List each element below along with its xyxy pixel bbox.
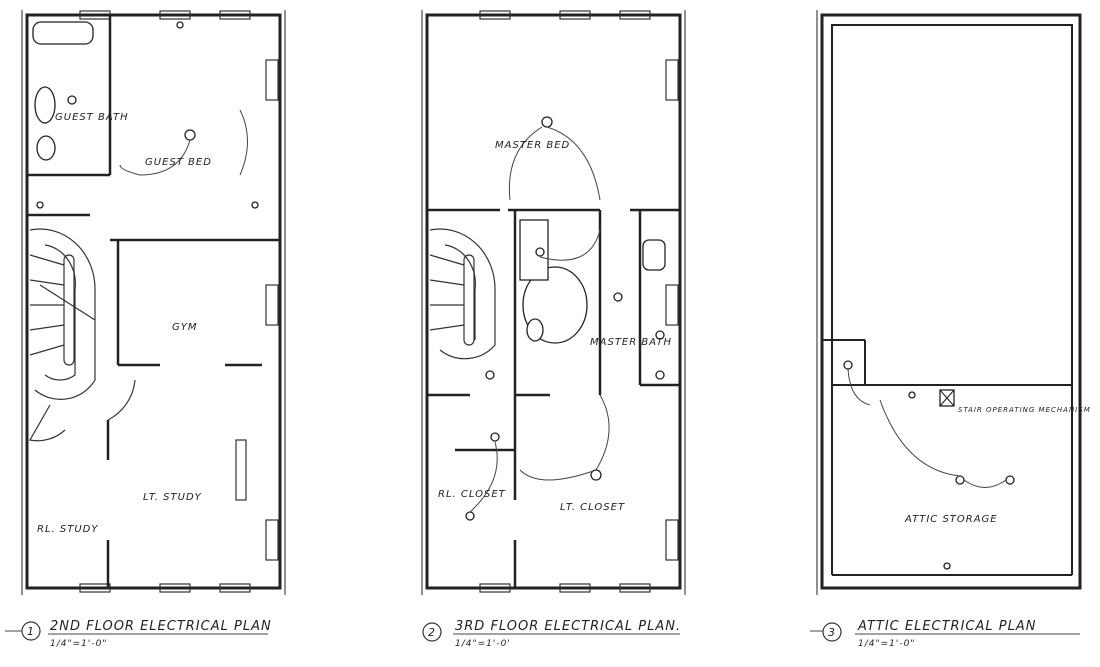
plan3-wire-3: [847, 368, 871, 406]
plan-attic: STAIR OPERATING MECHANISM ATTIC STORAGE …: [810, 10, 1091, 649]
plan3-roof-outline: [831, 24, 1073, 386]
plan3-number: 3: [828, 626, 836, 639]
plan3-room-attic-storage: ATTIC STORAGE: [904, 514, 998, 525]
plan1-number: 1: [27, 625, 35, 638]
plan2-room-lt-closet: LT. CLOSET: [560, 502, 625, 513]
plan1-wire-1: [119, 139, 191, 176]
plan3-exterior-wall: [820, 13, 1082, 590]
plan1-title: 2ND FLOOR ELECTRICAL PLAN: [50, 619, 272, 634]
plan1-fixtures: [36, 21, 259, 209]
plan2-room-rl-closet: RL. CLOSET: [438, 489, 506, 500]
plan1-partitions: [27, 15, 280, 588]
plan2-spiral-stair: [429, 228, 496, 360]
plan2-wire-6: [539, 229, 601, 261]
plan1-wire-2: [239, 109, 248, 176]
plan2-number-circle: [422, 622, 442, 642]
plan2-title: 3RD FLOOR ELECTRICAL PLAN.: [455, 619, 681, 634]
plan1-scale: 1/4"=1'-0": [50, 639, 107, 649]
plan1-sink: [34, 86, 56, 124]
plan2-scale: 1/4"=1'-0': [455, 639, 511, 649]
plan1-room-guest-bed: GUEST BED: [145, 157, 212, 168]
plan3-wire-1: [879, 399, 961, 477]
plan2-wire-2: [508, 126, 543, 201]
plan3-number-circle: [822, 622, 842, 642]
plan2-wire-4: [519, 469, 597, 481]
plan1-bathtub: [32, 21, 94, 45]
plan-3rd-floor: MASTER BED MASTER BATH RL. CLOSET LT. CL…: [421, 10, 686, 649]
plan3-title: ATTIC ELECTRICAL PLAN: [857, 619, 1036, 634]
plan1-windows: [79, 10, 279, 593]
plan2-exterior-wall: [425, 13, 682, 590]
plan2-fixtures: [465, 116, 665, 521]
plan2-wire-1: [546, 126, 601, 201]
plan3-wire-2: [963, 479, 1007, 488]
plan2-windows: [479, 10, 679, 593]
plan2-number: 2: [428, 626, 436, 639]
plan3-fixtures: [843, 360, 1015, 570]
plan3-note-stair-mechanism: STAIR OPERATING MECHANISM: [958, 406, 1091, 414]
plan1-door-swing: [107, 379, 136, 421]
plan1-spiral-stair: [29, 228, 96, 400]
plan2-sink: [642, 239, 666, 271]
plan2-partitions: [427, 208, 680, 588]
plan-2nd-floor: GUEST BATH GUEST BED GYM LT. STUDY RL. S…: [5, 10, 286, 649]
plan1-toilet: [36, 135, 56, 161]
plan2-wire-3: [595, 394, 610, 471]
plan1-room-gym: GYM: [172, 322, 198, 333]
plan2-room-master-bath: MASTER BATH: [590, 337, 672, 348]
plan1-room-rl-study: RL. STUDY: [37, 524, 98, 535]
plan2-toilet: [526, 318, 544, 342]
plan1-room-guest-bath: GUEST BATH: [55, 112, 129, 123]
plan1-room-lt-study: LT. STUDY: [143, 492, 202, 503]
plan1-fireplace: [235, 439, 247, 501]
plan2-wire-5: [469, 441, 498, 513]
plan1-door-swing-entry: [29, 404, 66, 442]
plan3-scale: 1/4"=1'-0": [858, 639, 915, 649]
plan2-room-master-bed: MASTER BED: [495, 140, 570, 151]
plan1-exterior-wall: [25, 13, 282, 590]
